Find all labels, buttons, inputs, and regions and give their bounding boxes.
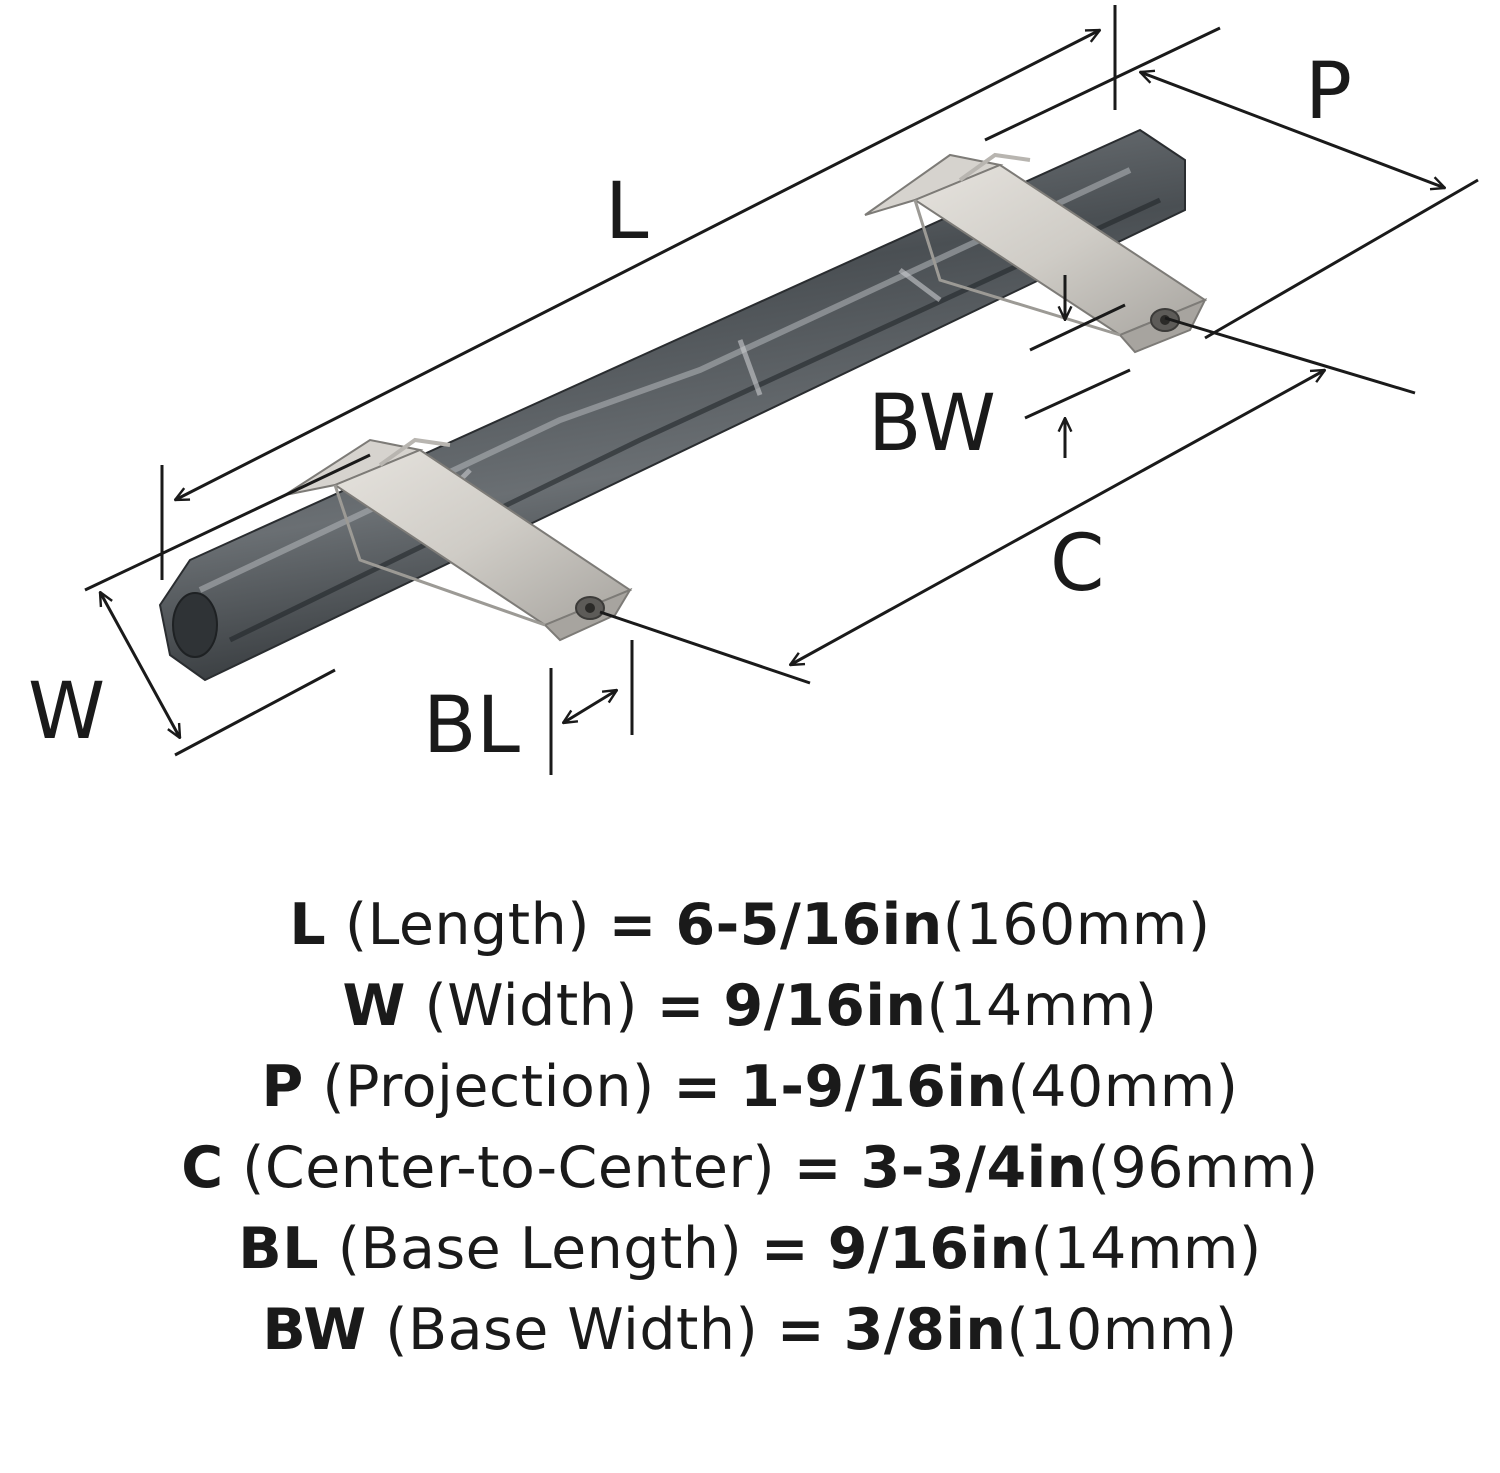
spec-key: BW	[262, 1297, 367, 1363]
spec-key: L	[289, 892, 327, 958]
label-width: W	[28, 667, 105, 757]
spec-name: (Base Width)	[385, 1297, 759, 1363]
width-extension-top	[84, 453, 371, 592]
width-dimension-line	[100, 592, 180, 738]
dimension-lines	[84, 5, 1479, 775]
spec-name: (Length)	[344, 892, 590, 958]
center-extension-left	[599, 610, 811, 685]
specifications-list: L (Length) = 6-5/16in(160mm) W (Width) =…	[0, 885, 1500, 1371]
spec-name: (Width)	[424, 973, 639, 1039]
projection-extension-bottom	[1204, 178, 1479, 340]
spec-width: W (Width) = 9/16in(14mm)	[0, 966, 1500, 1047]
center-extension-right	[1164, 316, 1416, 395]
base-width-extension-bottom	[1024, 368, 1131, 420]
center-dimension-line	[790, 370, 1325, 665]
spec-imperial: 9/16in	[723, 973, 927, 1039]
spec-name: (Center-to-Center)	[242, 1135, 776, 1201]
spec-metric: (40mm)	[1007, 1054, 1239, 1120]
spec-metric: (160mm)	[942, 892, 1211, 958]
spec-metric: (10mm)	[1006, 1297, 1238, 1363]
label-projection: P	[1305, 47, 1352, 137]
cabinet-pull-handle	[158, 128, 1208, 682]
spec-equals: =	[776, 1297, 826, 1363]
spec-equals: =	[656, 973, 705, 1039]
base-width-extension-top	[1029, 303, 1126, 352]
spec-key: BL	[238, 1216, 320, 1282]
spec-imperial: 9/16in	[827, 1216, 1031, 1282]
spec-metric: (14mm)	[926, 973, 1158, 1039]
dimension-diagram: L P BW C W BL	[28, 5, 1479, 775]
projection-extension-top	[984, 26, 1221, 142]
label-center: C	[1050, 519, 1104, 609]
spec-equals: =	[760, 1216, 810, 1282]
spec-base-width: BW (Base Width) = 3/8in(10mm)	[0, 1290, 1500, 1371]
spec-metric: (96mm)	[1087, 1135, 1319, 1201]
spec-key: P	[261, 1054, 304, 1120]
spec-base-length: BL (Base Length) = 9/16in(14mm)	[0, 1209, 1500, 1290]
spec-imperial: 1-9/16in	[740, 1054, 1008, 1120]
projection-dimension-line	[1140, 72, 1445, 188]
spec-metric: (14mm)	[1030, 1216, 1262, 1282]
base-length-dimension-line	[563, 690, 617, 723]
spec-imperial: 3-3/4in	[860, 1135, 1088, 1201]
spec-center-to-center: C (Center-to-Center) = 3-3/4in(96mm)	[0, 1128, 1500, 1209]
label-base-width: BW	[868, 379, 996, 469]
spec-projection: P (Projection) = 1-9/16in(40mm)	[0, 1047, 1500, 1128]
spec-name: (Base Length)	[337, 1216, 743, 1282]
spec-equals: =	[608, 892, 657, 958]
spec-equals: =	[793, 1135, 843, 1201]
width-extension-bottom	[174, 668, 336, 757]
label-base-length: BL	[423, 681, 521, 771]
spec-equals: =	[673, 1054, 722, 1120]
spec-name: (Projection)	[322, 1054, 655, 1120]
label-length: L	[605, 167, 649, 257]
spec-key: C	[181, 1135, 224, 1201]
spec-imperial: 6-5/16in	[675, 892, 943, 958]
spec-key: W	[342, 973, 406, 1039]
spec-length: L (Length) = 6-5/16in(160mm)	[0, 885, 1500, 966]
spec-imperial: 3/8in	[843, 1297, 1007, 1363]
length-dimension-line	[175, 28, 1100, 502]
